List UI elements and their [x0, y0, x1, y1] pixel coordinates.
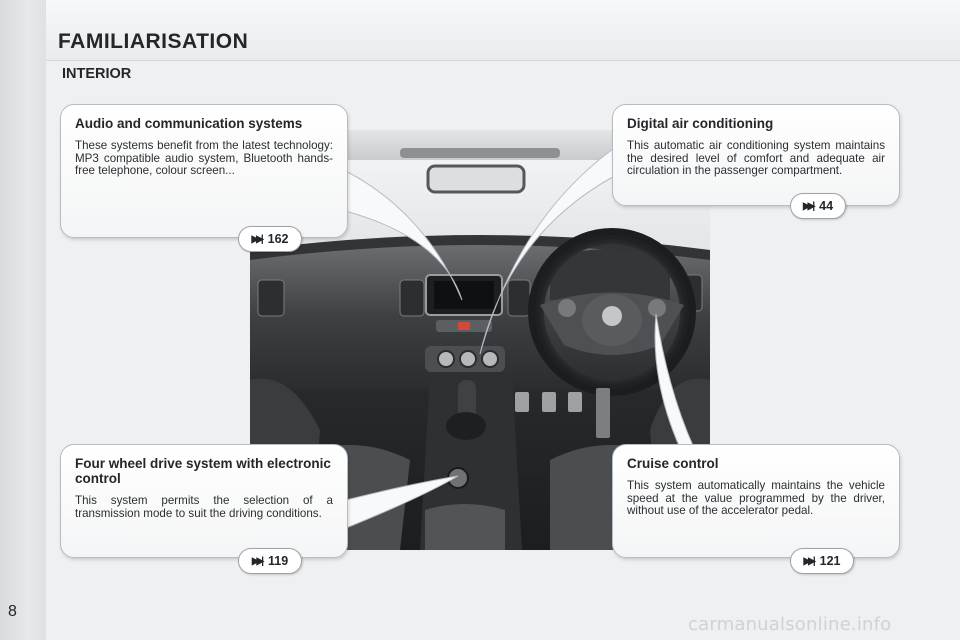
callout-air-conditioning: Digital air conditioning This automatic …: [612, 104, 900, 206]
section-title: INTERIOR: [62, 66, 132, 82]
callout-audio-title: Audio and communication systems: [75, 116, 303, 131]
callout-cruise-control: Cruise control This system automatically…: [612, 444, 900, 558]
callout-audio-communication: Audio and communication systems These sy…: [60, 104, 348, 238]
page-ref-cruise-control[interactable]: ▶▶| 121: [790, 548, 854, 574]
callout-audio-text: These systems benefit from the latest te…: [75, 139, 333, 178]
callout-air-text: This automatic air conditioning system m…: [627, 139, 885, 178]
fast-forward-icon: ▶▶|: [803, 555, 815, 567]
page-ref-four-wheel-drive[interactable]: ▶▶| 119: [238, 548, 302, 574]
fast-forward-icon: ▶▶|: [251, 233, 263, 245]
page-number: 8: [8, 603, 17, 620]
page-ref-air[interactable]: ▶▶| 44: [790, 193, 846, 219]
left-margin-strip: [0, 0, 46, 640]
fast-forward-icon: ▶▶|: [802, 200, 815, 212]
fast-forward-icon: ▶▶|: [251, 555, 264, 567]
page-ref-audio[interactable]: ▶▶| 162: [238, 226, 302, 252]
callout-air-title: Digital air conditioning: [627, 116, 774, 131]
callout-4wd-text: This system permits the selection of a t…: [75, 494, 333, 520]
header-band: [46, 0, 960, 61]
page-ref-air-number: 44: [819, 199, 834, 213]
page-ref-audio-number: 162: [267, 232, 289, 246]
watermark-text: carmanualsonline.info: [688, 614, 892, 635]
page-title: FAMILIARISATION: [58, 30, 249, 53]
callout-cruise-text: This system automatically maintains the …: [627, 479, 885, 518]
callout-four-wheel-drive: Four wheel drive system with electronic …: [60, 444, 348, 558]
page-ref-4wd-number: 119: [268, 554, 289, 568]
callout-4wd-title: Four wheel drive system with electronic …: [75, 456, 331, 486]
callout-cruise-title: Cruise control: [627, 456, 719, 471]
page-ref-cruise-number: 121: [819, 554, 841, 568]
